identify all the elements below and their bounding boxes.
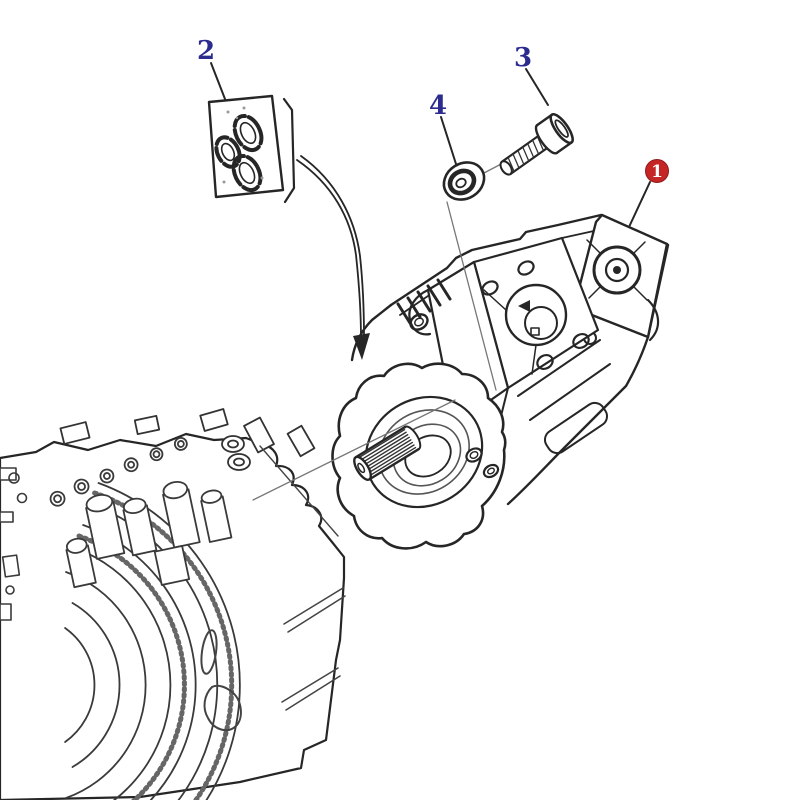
part-3-bolt	[499, 68, 574, 176]
rotation-arrow-marker	[518, 300, 530, 312]
valve-block-stack	[49, 437, 233, 589]
part-4-washer	[440, 116, 486, 201]
callout-3-leader	[525, 68, 549, 106]
callout-2-label[interactable]: 2	[197, 36, 215, 66]
transmission-housing	[0, 408, 346, 800]
callout-4-leader	[440, 116, 457, 165]
seal-rings	[214, 113, 264, 193]
mounting-flange	[331, 362, 507, 550]
assembly-direction-arrow	[296, 155, 370, 360]
bell-housing-arcs	[64, 482, 241, 800]
rib-stack	[396, 278, 452, 325]
top-fittings	[59, 408, 316, 471]
mid-body-face	[472, 236, 600, 390]
arrowhead	[353, 333, 370, 360]
callout-1-label[interactable]: 1	[651, 162, 663, 182]
pump-underside	[517, 339, 611, 455]
hydraulic-port	[592, 245, 642, 295]
callout-4-label[interactable]: 4	[429, 91, 447, 121]
casting-speckles	[222, 106, 264, 184]
callout-2-leader	[210, 62, 226, 100]
bolt-body	[499, 112, 574, 176]
highlight-circle[interactable]	[645, 159, 669, 183]
callout-3-label[interactable]: 3	[514, 43, 532, 73]
callout-1-leader	[628, 181, 651, 228]
housing-facets	[200, 445, 346, 732]
part-1-hydraulic-pump	[331, 213, 670, 550]
mating-face-outline	[282, 97, 296, 204]
callouts: 2 3 4 1	[197, 36, 669, 228]
part-2-gasket-plate	[207, 62, 296, 204]
splined-shaft	[353, 425, 422, 481]
left-fittings	[0, 467, 28, 621]
shaft-axis-line	[252, 399, 456, 501]
bolt-axis-line-lower	[446, 201, 497, 391]
callout-1-badge[interactable]: 1	[628, 159, 669, 228]
